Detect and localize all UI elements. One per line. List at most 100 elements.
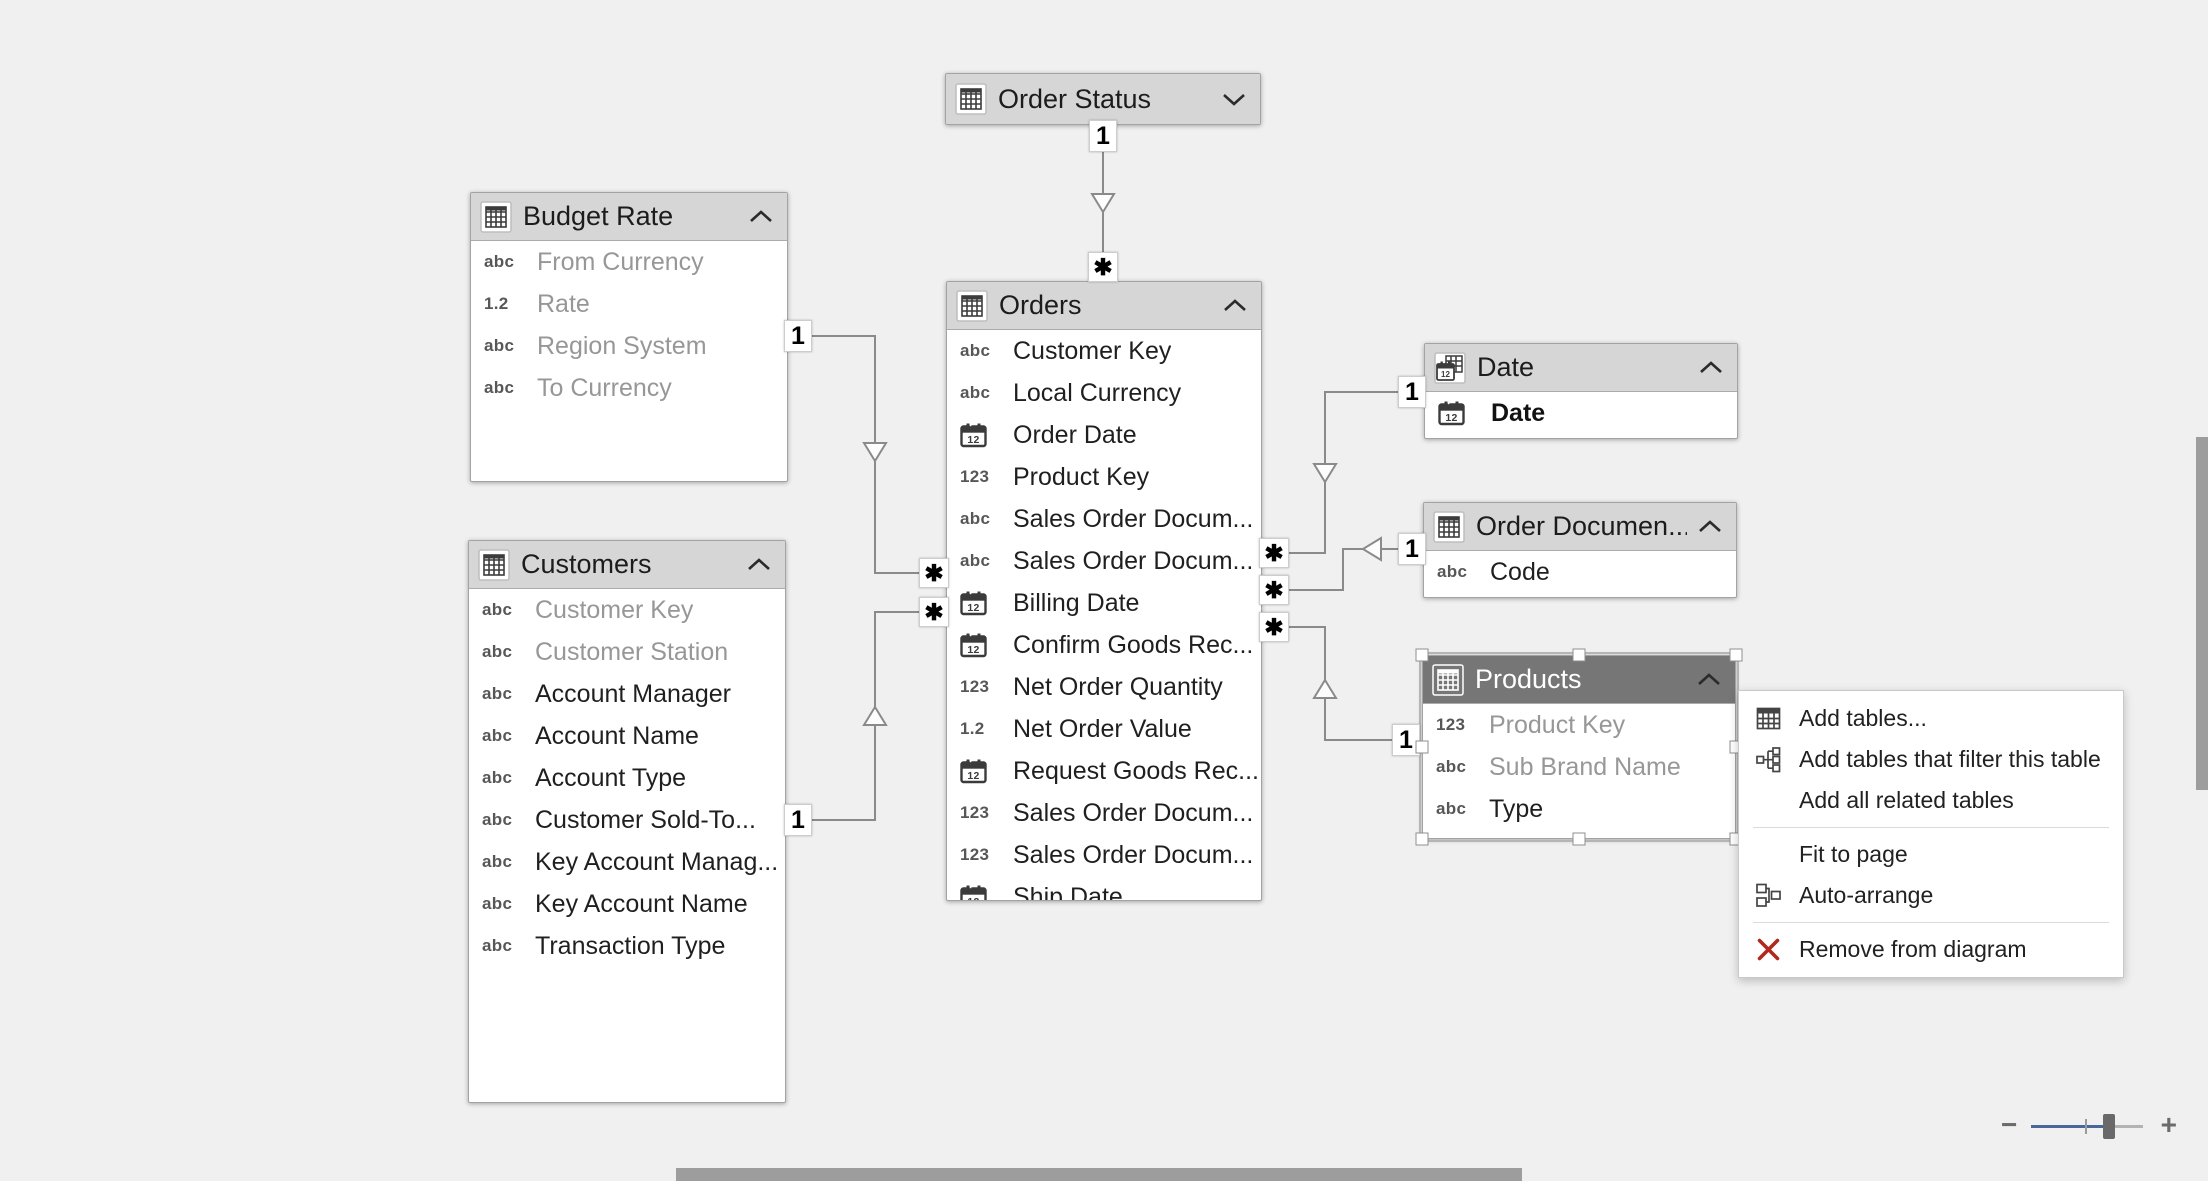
menu-item-auto-arrange[interactable]: Auto-arrange [1739, 875, 2123, 916]
field-label: Sales Order Docum... [1013, 504, 1254, 533]
table-name: Customers [521, 549, 652, 579]
cardinality-one-order-document-to-orders: 1 [1398, 533, 1426, 565]
selection-handle[interactable] [1729, 648, 1743, 662]
menu-item-add-tables-that-filter-this-table[interactable]: Add tables that filter this table [1739, 739, 2123, 780]
datatype-1-2-icon: 1.2 [960, 719, 985, 738]
table-header-order-status[interactable]: Order Status [946, 74, 1260, 124]
zoom-slider-handle[interactable] [2103, 1114, 2115, 1139]
field-billing-date[interactable]: 12 Billing Date [947, 582, 1261, 624]
chevron-down-icon[interactable] [1222, 93, 1246, 106]
chevron-up-icon[interactable] [747, 558, 771, 571]
table-header-date[interactable]: 12 Date [1425, 344, 1737, 392]
selection-handle[interactable] [1415, 832, 1429, 846]
field-request-goods-rec[interactable]: 12 Request Goods Rec... [947, 750, 1261, 792]
zoom-slider[interactable] [2031, 1114, 2143, 1139]
datatype-calendar-icon: 12 [960, 423, 1004, 448]
table-header-customers[interactable]: Customers [469, 541, 785, 589]
field-ship-date[interactable]: 12 Ship Date [947, 876, 1261, 901]
field-order-date[interactable]: 12 Order Date [947, 414, 1261, 456]
selection-handle[interactable] [1415, 648, 1429, 662]
chevron-up-icon[interactable] [1699, 361, 1723, 374]
field-label: Account Manager [535, 679, 731, 708]
table-header-budget-rate[interactable]: Budget Rate [471, 193, 787, 241]
table-header-products[interactable]: Products [1423, 656, 1735, 704]
field-date[interactable]: 12 Date [1425, 392, 1737, 434]
cardinality-many-order-status-to-orders: ✱ [1088, 252, 1118, 282]
chevron-up-icon[interactable] [749, 210, 773, 223]
chevron-up-icon[interactable] [1698, 520, 1722, 533]
vertical-scrollbar[interactable] [2196, 437, 2208, 790]
menu-item-label: Add tables that filter this table [1799, 746, 2101, 772]
field-label: Product Key [1489, 710, 1626, 739]
menu-item-add-all-related-tables[interactable]: Add all related tables [1739, 780, 2123, 821]
table-header-orders[interactable]: Orders [947, 282, 1261, 330]
table-fields-date: 12 Date [1425, 392, 1737, 434]
menu-item-add-tables[interactable]: Add tables... [1739, 698, 2123, 739]
datatype-123-icon: 123 [1436, 715, 1466, 734]
field-label: Ship Date [1013, 882, 1123, 901]
datatype-abc-icon: abc [484, 252, 515, 271]
datatype-abc-icon: abc [960, 383, 991, 402]
field-label: Confirm Goods Rec... [1013, 630, 1254, 659]
table-icon [1433, 510, 1465, 543]
zoom-in-button[interactable]: + [2160, 1109, 2177, 1140]
datatype-123-icon: 123 [960, 677, 990, 696]
zoom-out-button[interactable]: − [2001, 1109, 2018, 1140]
table-header-order-documen[interactable]: Order Documen... [1424, 503, 1736, 551]
relationship-line-date-to-orders[interactable] [1262, 391, 1414, 554]
datatype-calendar-icon: 12 [960, 885, 1004, 900]
horizontal-scrollbar[interactable] [676, 1168, 1522, 1181]
menu-item-label: Remove from diagram [1799, 936, 2027, 962]
field-region-system[interactable]: abc Region System [471, 325, 787, 367]
auto-arrange-icon [1755, 882, 1799, 909]
chevron-up-icon[interactable] [1697, 673, 1721, 686]
datatype-abc-icon: abc [484, 336, 515, 355]
table-card-date[interactable]: 12 Date 12 Date [1424, 343, 1738, 439]
menu-item-remove-from-diagram[interactable]: Remove from diagram [1739, 929, 2123, 970]
datatype-calendar-icon: 12 [1438, 401, 1482, 426]
field-product-key[interactable]: 123 Product Key [1423, 704, 1735, 746]
table-card-order-status[interactable]: Order Status [945, 73, 1261, 125]
menu-item-fit-to-page[interactable]: Fit to page [1739, 834, 2123, 875]
chevron-up-icon[interactable] [1223, 299, 1247, 312]
field-label: Region System [537, 331, 707, 360]
datatype-abc-icon: abc [482, 936, 513, 955]
selection-handle[interactable] [1572, 832, 1586, 846]
relationship-line-products-to-orders[interactable] [1262, 626, 1404, 741]
selection-handle[interactable] [1572, 648, 1586, 662]
field-confirm-goods-rec[interactable]: 12 Confirm Goods Rec... [947, 624, 1261, 666]
selection-handle[interactable] [1415, 740, 1429, 754]
